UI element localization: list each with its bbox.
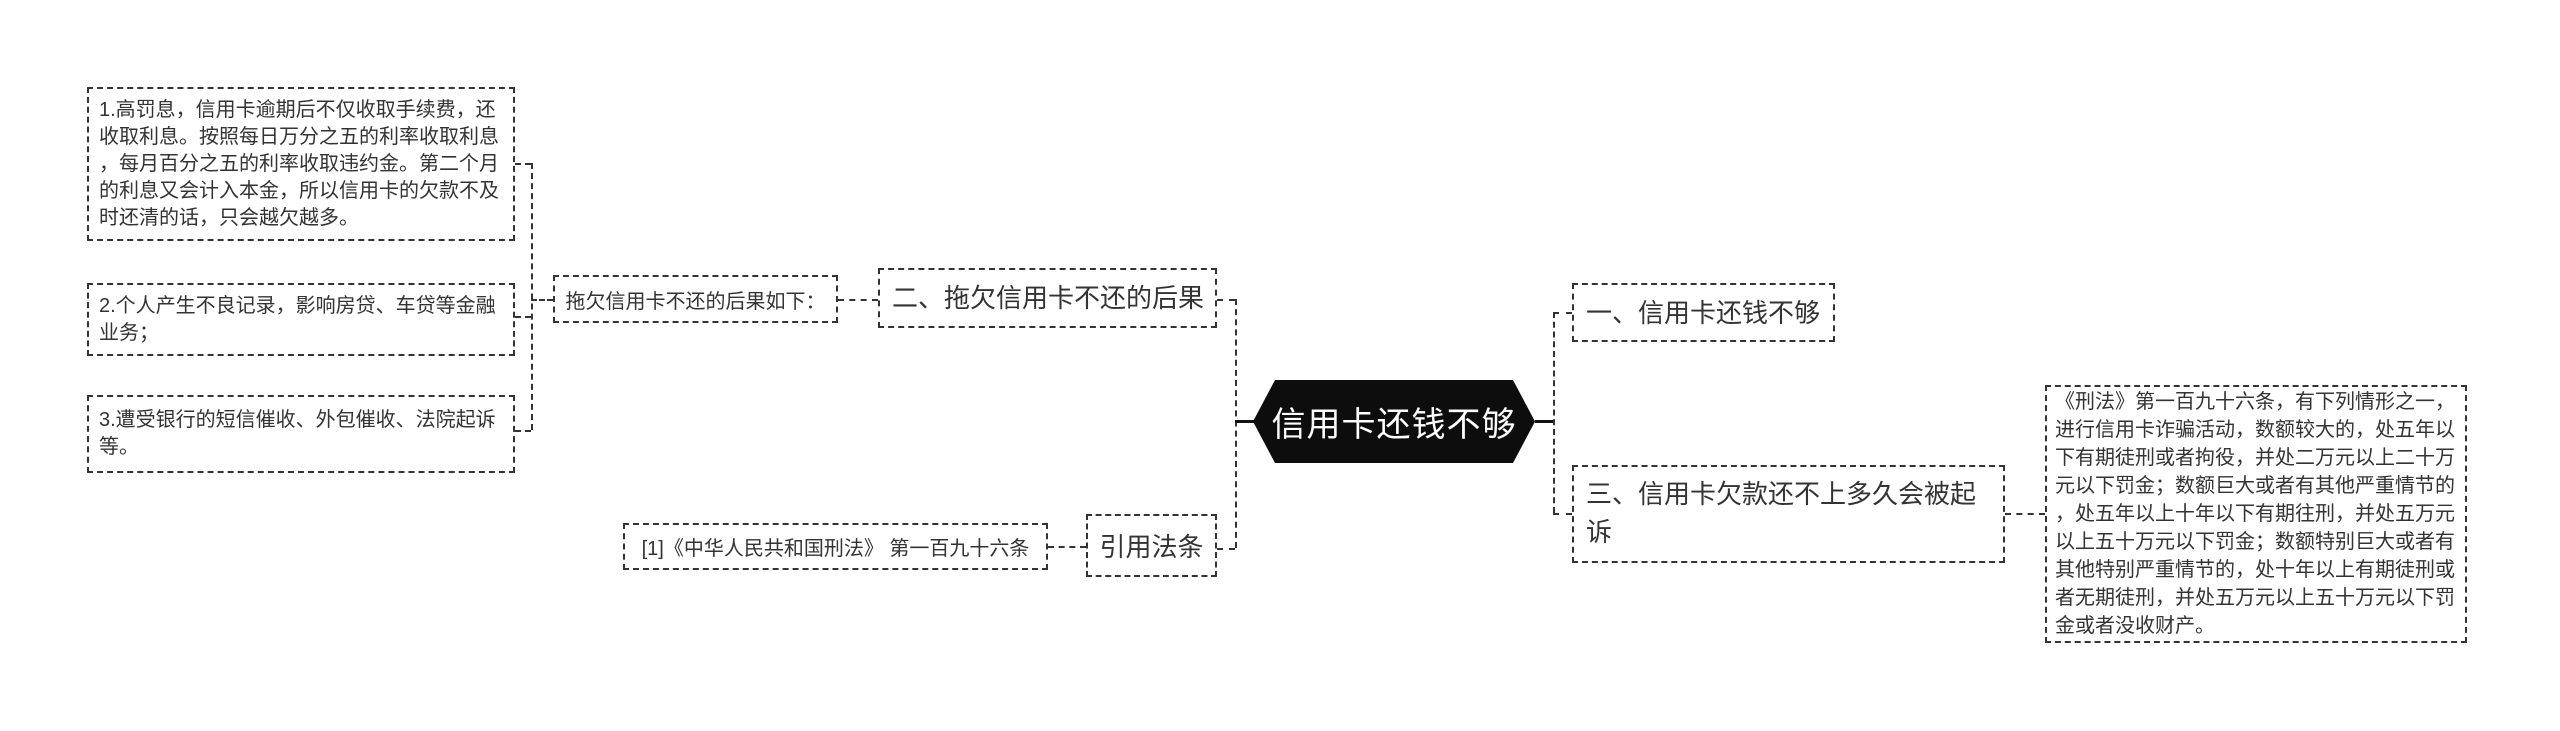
connector-center-left-trunk xyxy=(1235,299,1237,548)
connector-label-to-node xyxy=(838,299,878,301)
connector-trunk-to-label xyxy=(531,299,553,301)
connector-stub-node3 xyxy=(1553,513,1572,515)
citation-box[interactable]: [1]《中华人民共和国刑法》 第一百九十六条 xyxy=(623,523,1048,570)
root-node[interactable]: 信用卡还钱不够 xyxy=(1253,380,1535,463)
note-text: 1.高罚息，信用卡逾期后不仅收取手续费，还收取利息。按照每日万分之五的利率收取利… xyxy=(99,98,499,229)
consequences-label-text: 拖欠信用卡不还的后果如下： xyxy=(565,290,826,313)
note-text: 3.遭受银行的短信催收、外包催收、法院起诉等。 xyxy=(99,409,496,458)
branch-node-sued[interactable]: 三、信用卡欠款还不上多久会被起诉 xyxy=(1572,465,2005,563)
connector-left-trunk xyxy=(531,163,533,430)
connector-ref-to-trunk xyxy=(1217,548,1235,550)
note-high-penalty-interest[interactable]: 1.高罚息，信用卡逾期后不仅收取手续费，还收取利息。按照每日万分之五的利率收取利… xyxy=(87,87,515,241)
connector-stub-note3 xyxy=(515,430,531,432)
branch-node-text: 三、信用卡欠款还不上多久会被起诉 xyxy=(1586,479,1977,547)
branch-node-not-enough[interactable]: 一、信用卡还钱不够 xyxy=(1572,283,1835,342)
law-detail-box[interactable]: 《刑法》第一百九十六条，有下列情形之一，进行信用卡诈骗活动，数额较大的，处五年以… xyxy=(2045,385,2467,643)
branch-node-text: 一、信用卡还钱不够 xyxy=(1586,297,1821,328)
note-text: 2.个人产生不良记录，影响房贷、车贷等金融业务； xyxy=(99,294,496,344)
connector-root-to-right-trunk xyxy=(1535,420,1553,423)
connector-stub-note1 xyxy=(515,163,531,165)
note-bad-credit-record[interactable]: 2.个人产生不良记录，影响房贷、车贷等金融业务； xyxy=(87,283,515,356)
root-node-text: 信用卡还钱不够 xyxy=(1271,406,1517,444)
consequences-label-box[interactable]: 拖欠信用卡不还的后果如下： xyxy=(553,275,838,323)
branch-node-consequences[interactable]: 二、拖欠信用卡不还的后果 xyxy=(878,268,1217,328)
branch-node-text: 二、拖欠信用卡不还的后果 xyxy=(892,283,1205,313)
connector-node3-to-law xyxy=(2005,513,2045,515)
connector-citation-to-ref xyxy=(1048,546,1086,548)
note-collection-lawsuit[interactable]: 3.遭受银行的短信催收、外包催收、法院起诉等。 xyxy=(87,395,515,473)
connector-stub-node1 xyxy=(1553,312,1572,314)
law-detail-text: 《刑法》第一百九十六条，有下列情形之一，进行信用卡诈骗活动，数额较大的，处五年以… xyxy=(2055,391,2455,637)
connector-stub-note2 xyxy=(515,316,531,318)
connector-right-trunk xyxy=(1553,312,1555,513)
connector-node-to-trunk xyxy=(1217,299,1235,301)
reference-node[interactable]: 引用法条 xyxy=(1086,514,1217,577)
connector-trunk-to-root xyxy=(1235,420,1254,423)
reference-node-text: 引用法条 xyxy=(1099,532,1204,562)
citation-text: [1]《中华人民共和国刑法》 第一百九十六条 xyxy=(641,538,1030,560)
